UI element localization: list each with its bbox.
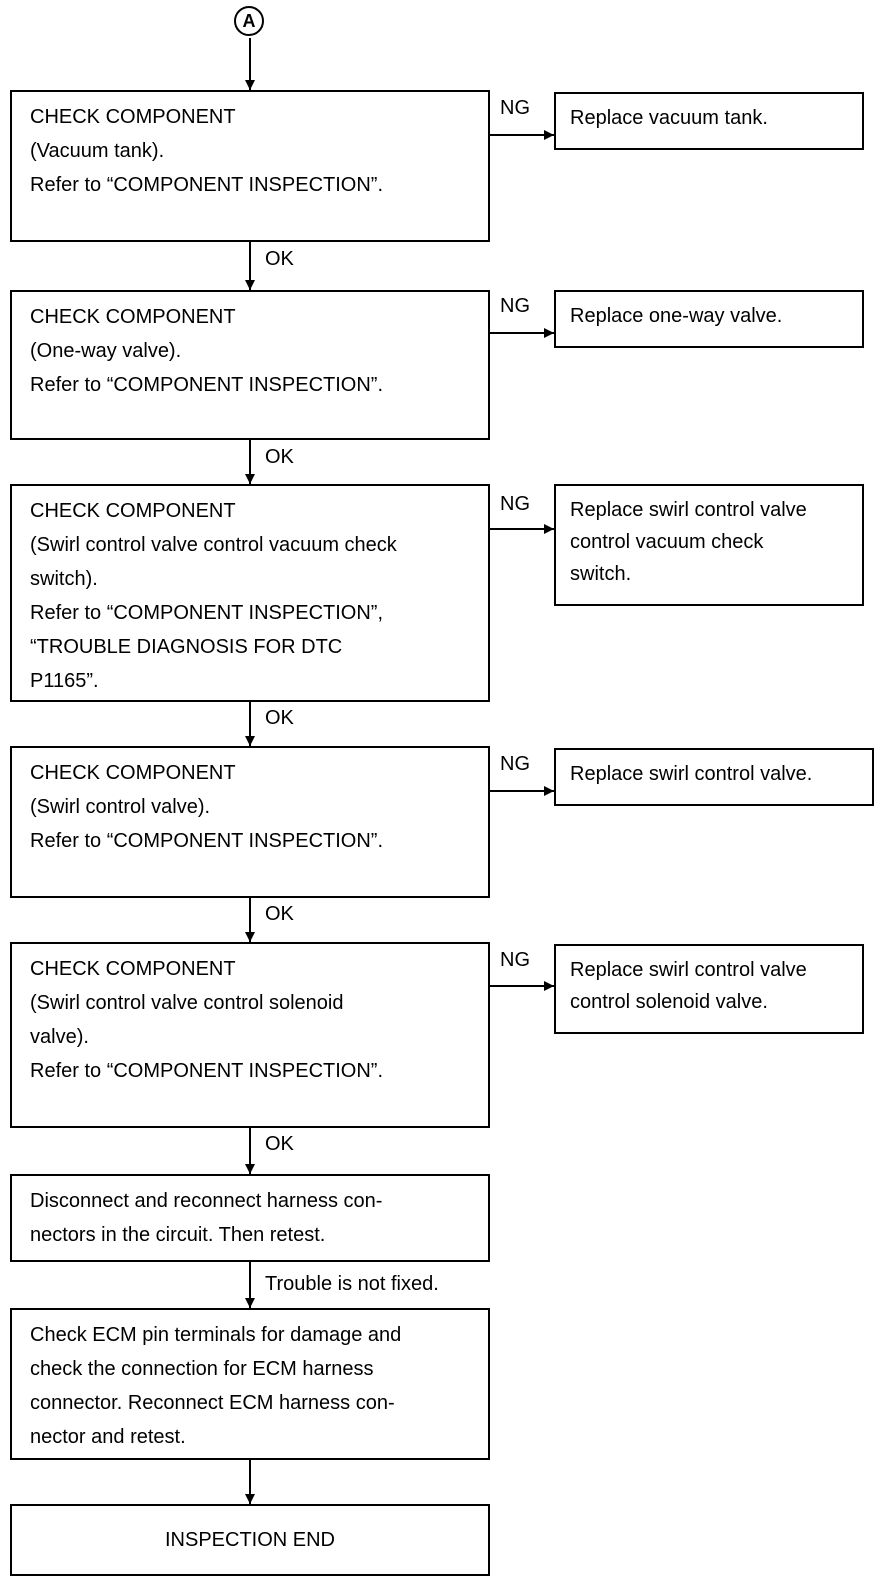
connector-a-symbol: A [234, 6, 264, 36]
reconnect-step-line: nectors in the circuit. Then retest. [30, 1224, 326, 1246]
ng-action-3-line: control vacuum check [570, 531, 764, 553]
ecm-step-line: nector and retest. [30, 1426, 186, 1448]
step-3-box: CHECK COMPONENT (Swirl control valve con… [10, 484, 490, 702]
step-4-box: CHECK COMPONENT (Swirl control valve). R… [10, 746, 490, 898]
step-5-box: CHECK COMPONENT (Swirl control valve con… [10, 942, 490, 1128]
step-2-line: Refer to “COMPONENT INSPECTION”. [30, 374, 384, 396]
ng-action-4-box: Replace swirl control valve. [554, 748, 874, 806]
ng-action-2-line: Replace one-way valve. [570, 305, 783, 327]
ng-label-2: NG [500, 295, 530, 317]
ok-label-2: OK [265, 446, 294, 468]
step-5-line: Refer to “COMPONENT INSPECTION”. [30, 1060, 384, 1082]
step-2-line: CHECK COMPONENT [30, 306, 236, 328]
reconnect-step-box: Disconnect and reconnect harness con- ne… [10, 1174, 490, 1262]
ng-action-3-line: switch. [570, 563, 632, 585]
step-1-line: Refer to “COMPONENT INSPECTION”. [30, 174, 384, 196]
step-1-line: CHECK COMPONENT [30, 106, 236, 128]
step-2-box: CHECK COMPONENT (One-way valve). Refer t… [10, 290, 490, 440]
step-4-line: CHECK COMPONENT [30, 762, 236, 784]
ecm-step-box: Check ECM pin terminals for damage and c… [10, 1308, 490, 1460]
step-4-line: Refer to “COMPONENT INSPECTION”. [30, 830, 384, 852]
ecm-step-line: connector. Reconnect ECM harness con- [30, 1392, 395, 1414]
step-3-line: P1165”. [30, 670, 99, 692]
step-5-line: (Swirl control valve control solenoid [30, 992, 344, 1014]
step-4-line: (Swirl control valve). [30, 796, 211, 818]
ok-label-5: OK [265, 1133, 294, 1155]
ng-action-1-line: Replace vacuum tank. [570, 107, 768, 129]
ng-action-2-box: Replace one-way valve. [554, 290, 864, 348]
step-5-line: CHECK COMPONENT [30, 958, 236, 980]
step-3-line: CHECK COMPONENT [30, 500, 236, 522]
ok-label-1: OK [265, 248, 294, 270]
not-fixed-label: Trouble is not fixed. [265, 1273, 439, 1295]
ng-action-4-line: Replace swirl control valve. [570, 763, 813, 785]
step-3-line: (Swirl control valve control vacuum chec… [30, 534, 397, 556]
ng-label-4: NG [500, 753, 530, 775]
ng-label-1: NG [500, 97, 530, 119]
step-1-line: (Vacuum tank). [30, 140, 165, 162]
ng-action-3-box: Replace swirl control valve control vacu… [554, 484, 864, 606]
ecm-step-line: check the connection for ECM harness [30, 1358, 374, 1380]
ok-label-4: OK [265, 903, 294, 925]
step-2-line: (One-way valve). [30, 340, 182, 362]
step-3-line: Refer to “COMPONENT INSPECTION”, [30, 602, 384, 624]
inspection-end-box: INSPECTION END [10, 1504, 490, 1576]
ecm-step-line: Check ECM pin terminals for damage and [30, 1324, 402, 1346]
step-3-line: “TROUBLE DIAGNOSIS FOR DTC [30, 636, 343, 658]
reconnect-step-line: Disconnect and reconnect harness con- [30, 1190, 383, 1212]
ng-action-5-box: Replace swirl control valve control sole… [554, 944, 864, 1034]
ng-action-5-line: control solenoid valve. [570, 991, 768, 1013]
step-3-line: switch). [30, 568, 98, 590]
ng-label-3: NG [500, 493, 530, 515]
ng-label-5: NG [500, 949, 530, 971]
step-5-line: valve). [30, 1026, 89, 1048]
ng-action-5-line: Replace swirl control valve [570, 959, 807, 981]
ng-action-3-line: Replace swirl control valve [570, 499, 807, 521]
ok-label-3: OK [265, 707, 294, 729]
step-1-box: CHECK COMPONENT (Vacuum tank). Refer to … [10, 90, 490, 242]
ng-action-1-box: Replace vacuum tank. [554, 92, 864, 150]
